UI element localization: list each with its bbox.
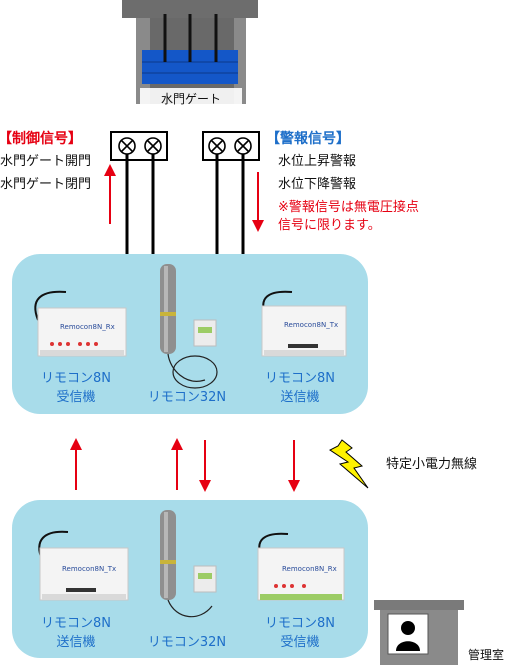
office-label: 管理室 xyxy=(468,648,505,662)
lightning-icon xyxy=(329,439,369,489)
bottom-receiver-label-line2: 受信機 xyxy=(280,635,320,650)
top-antenna-label: リモコン32N xyxy=(147,390,227,405)
bottom-receiver-label-line1: リモコン8N xyxy=(265,616,335,631)
alarm-rise-label: 水位上昇警報 xyxy=(278,154,357,169)
top-receiver-badge: Remocon8N_Rx xyxy=(60,323,115,331)
office-building xyxy=(374,600,464,665)
signal-wires xyxy=(125,154,245,262)
bottom-receiver-device xyxy=(257,532,345,601)
top-transmitter-label-line2: 送信機 xyxy=(280,390,320,405)
gate-label: 水門ゲート xyxy=(160,92,221,106)
bottom-transmitter-device xyxy=(38,530,129,601)
bottom-transmitter-label-line2: 送信機 xyxy=(56,635,96,650)
water-gate xyxy=(122,0,258,110)
alarm-fall-label: 水位下降警報 xyxy=(278,177,357,192)
person-icon xyxy=(401,621,415,635)
alarm-signal-title: 【警報信号】 xyxy=(266,131,350,147)
alarm-terminal-block xyxy=(202,131,260,161)
top-receiver-device xyxy=(34,290,127,357)
top-transmitter-badge: Remocon8N_Tx xyxy=(284,321,339,329)
bottom-device-panel xyxy=(12,500,368,658)
control-close-label: 水門ゲート閉門 xyxy=(0,177,92,192)
bottom-receiver-badge: Remocon8N_Rx xyxy=(282,565,337,573)
control-open-label: 水門ゲート開門 xyxy=(0,154,92,169)
bottom-antenna-label: リモコン32N xyxy=(147,635,227,650)
bottom-transmitter-badge: Remocon8N_Tx xyxy=(62,565,117,573)
top-receiver-label-line2: 受信機 xyxy=(56,390,96,405)
alarm-note-line2: 信号に限ります。 xyxy=(278,218,381,233)
top-transmitter-device xyxy=(261,290,347,357)
alarm-note-line1: ※警報信号は無電圧接点 xyxy=(278,200,419,215)
control-terminal-block xyxy=(110,131,168,161)
top-transmitter-label-line1: リモコン8N xyxy=(265,371,335,386)
control-signal-title: 【制御信号】 xyxy=(0,131,82,147)
bottom-transmitter-label-line1: リモコン8N xyxy=(41,616,111,631)
wireless-label: 特定小電力無線 xyxy=(386,457,478,472)
top-device-panel xyxy=(12,254,368,414)
bottom-antenna xyxy=(160,510,217,618)
top-antenna xyxy=(160,264,218,389)
top-receiver-label-line1: リモコン8N xyxy=(41,371,111,386)
